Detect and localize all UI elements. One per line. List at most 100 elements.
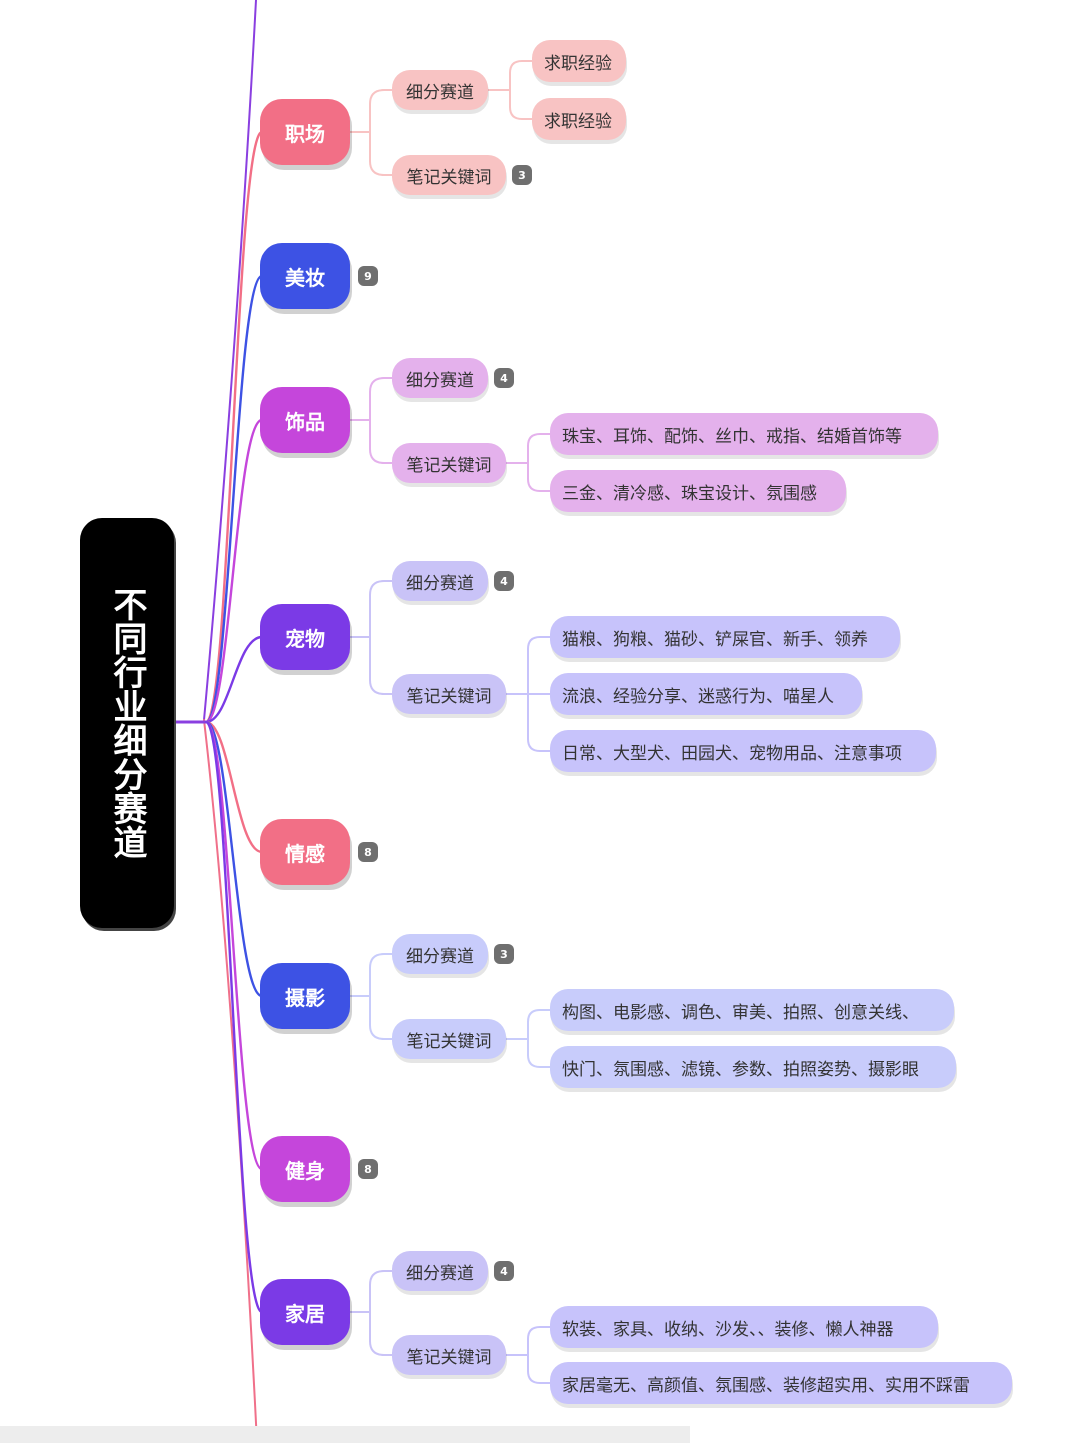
- collapsed-count-badge[interactable]: 4: [494, 571, 514, 591]
- subtrack-node-label: 细分赛道: [406, 370, 474, 391]
- subtrack-node[interactable]: 细分赛道: [392, 70, 488, 110]
- keyword-node-label: 笔记关键词: [406, 1347, 492, 1368]
- category-node-2[interactable]: 饰品: [260, 387, 350, 453]
- connector-line: [527, 1009, 551, 1023]
- connector-line: [369, 419, 393, 464]
- subtrack-node-label: 细分赛道: [406, 1263, 474, 1284]
- keyword-node-label: 笔记关键词: [406, 1031, 492, 1052]
- root-label: 不同行业细分赛道: [107, 587, 147, 859]
- connector-line: [369, 377, 393, 421]
- keyword-leaf-label: 求职经验: [544, 53, 612, 74]
- keyword-leaf-label: 日常、大型犬、田园犬、宠物用品、注意事项: [562, 743, 902, 764]
- collapsed-count-badge[interactable]: 4: [494, 368, 514, 388]
- keyword-node[interactable]: 笔记关键词: [392, 1335, 506, 1375]
- connector-line: [204, 720, 264, 1314]
- keyword-node-label: 笔记关键词: [406, 455, 492, 476]
- category-node-1-label: 美妆: [285, 265, 325, 290]
- keyword-leaf-label: 构图、电影感、调色、审美、拍照、创意关线、: [562, 1002, 919, 1023]
- keyword-leaf-label: 三金、清冷感、珠宝设计、氛围感: [562, 483, 817, 504]
- connector-line: [204, 130, 264, 724]
- keyword-leaf[interactable]: 构图、电影感、调色、审美、拍照、创意关线、: [550, 989, 954, 1031]
- collapsed-count-badge[interactable]: 8: [358, 842, 378, 862]
- connector-line: [369, 995, 393, 1040]
- category-node-3-label: 宠物: [285, 626, 325, 651]
- connector-line: [369, 1311, 393, 1356]
- keyword-leaf[interactable]: 日常、大型犬、田园犬、宠物用品、注意事项: [550, 730, 936, 772]
- connector-line: [369, 580, 393, 638]
- keyword-node-label: 笔记关键词: [406, 167, 492, 188]
- collapsed-count-badge[interactable]: 3: [512, 165, 532, 185]
- category-node-2-label: 饰品: [285, 409, 325, 434]
- category-node-1[interactable]: 美妆: [260, 243, 350, 309]
- connector-line: [527, 433, 551, 447]
- connector-line: [203, 719, 258, 1443]
- subtrack-node[interactable]: 细分赛道: [392, 358, 488, 398]
- connector-line: [369, 131, 393, 176]
- keyword-leaf-label: 快门、氛围感、滤镜、参数、拍照姿势、摄影眼: [562, 1059, 919, 1080]
- connector-line: [527, 738, 551, 752]
- keyword-node[interactable]: 笔记关键词: [392, 155, 506, 195]
- connector-line: [527, 636, 551, 650]
- keyword-leaf[interactable]: 流浪、经验分享、迷惑行为、喵星人: [550, 673, 862, 715]
- connector-line: [204, 720, 264, 998]
- subtrack-node-label: 细分赛道: [406, 946, 474, 967]
- subtrack-node[interactable]: 细分赛道: [392, 934, 488, 974]
- connector-line: [204, 274, 264, 724]
- keyword-node[interactable]: 笔记关键词: [392, 674, 506, 714]
- subtrack-node[interactable]: 细分赛道: [392, 561, 488, 601]
- category-node-6[interactable]: 健身: [260, 1136, 350, 1202]
- connector-line: [369, 953, 393, 997]
- keyword-leaf[interactable]: 快门、氛围感、滤镜、参数、拍照姿势、摄影眼: [550, 1046, 956, 1088]
- category-node-5[interactable]: 摄影: [260, 963, 350, 1029]
- subtrack-node-label: 细分赛道: [406, 573, 474, 594]
- subtrack-node[interactable]: 细分赛道: [392, 1251, 488, 1291]
- category-node-0-label: 职场: [285, 121, 325, 146]
- category-node-4-label: 情感: [285, 841, 325, 866]
- keyword-node-label: 笔记关键词: [406, 686, 492, 707]
- root-node[interactable]: 不同行业细分赛道: [80, 518, 174, 928]
- category-node-7-label: 家居: [285, 1301, 325, 1326]
- category-node-7[interactable]: 家居: [260, 1279, 350, 1345]
- keyword-leaf-label: 软装、家具、收纳、沙发、、装修、懒人神器: [562, 1319, 894, 1340]
- connector-line: [527, 1054, 551, 1068]
- connector-line: [509, 60, 533, 74]
- category-node-0[interactable]: 职场: [260, 99, 350, 165]
- keyword-leaf[interactable]: 软装、家具、收纳、沙发、、装修、懒人神器: [550, 1306, 938, 1348]
- keyword-leaf[interactable]: 家居毫无、高颜值、氛围感、装修超实用、实用不踩雷: [550, 1362, 1012, 1404]
- keyword-leaf[interactable]: 求职经验: [532, 98, 626, 140]
- collapsed-count-badge[interactable]: 8: [358, 1159, 378, 1179]
- connector-line: [369, 89, 393, 133]
- connector-line: [203, 0, 257, 721]
- connector-line: [509, 106, 533, 120]
- collapsed-count-badge[interactable]: 9: [358, 266, 378, 286]
- collapsed-count-badge[interactable]: 4: [494, 1261, 514, 1281]
- subtrack-node-label: 细分赛道: [406, 82, 474, 103]
- connector-line: [204, 635, 264, 724]
- keyword-leaf-label: 珠宝、耳饰、配饰、丝巾、戒指、结婚首饰等: [562, 426, 902, 447]
- connector-line: [369, 636, 393, 695]
- keyword-node[interactable]: 笔记关键词: [392, 443, 506, 483]
- connector-line: [527, 1326, 551, 1340]
- horizontal-scrollbar[interactable]: [0, 1426, 690, 1443]
- connector-line: [204, 418, 264, 724]
- connector-line: [527, 478, 551, 492]
- keyword-leaf-label: 猫粮、狗粮、猫砂、铲屎官、新手、领养: [562, 629, 868, 650]
- category-node-3[interactable]: 宠物: [260, 604, 350, 670]
- connector-line: [527, 1370, 551, 1384]
- keyword-leaf[interactable]: 求职经验: [532, 40, 626, 82]
- keyword-leaf-label: 求职经验: [544, 111, 612, 132]
- keyword-leaf[interactable]: 珠宝、耳饰、配饰、丝巾、戒指、结婚首饰等: [550, 413, 938, 455]
- category-node-5-label: 摄影: [285, 985, 325, 1010]
- collapsed-count-badge[interactable]: 3: [494, 944, 514, 964]
- keyword-leaf[interactable]: 三金、清冷感、珠宝设计、氛围感: [550, 470, 846, 512]
- keyword-leaf[interactable]: 猫粮、狗粮、猫砂、铲屎官、新手、领养: [550, 616, 900, 658]
- keyword-leaf-label: 流浪、经验分享、迷惑行为、喵星人: [562, 686, 834, 707]
- keyword-node[interactable]: 笔记关键词: [392, 1019, 506, 1059]
- category-node-4[interactable]: 情感: [260, 819, 350, 885]
- category-node-6-label: 健身: [285, 1158, 325, 1183]
- connector-line: [204, 720, 264, 854]
- keyword-leaf-label: 家居毫无、高颜值、氛围感、装修超实用、实用不踩雷: [562, 1375, 970, 1396]
- connector-line: [369, 1270, 393, 1313]
